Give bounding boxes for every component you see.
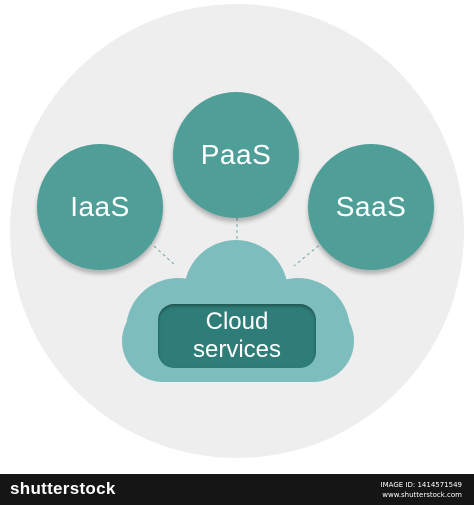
node-paas: PaaS: [173, 92, 299, 218]
node-iaas: IaaS: [37, 144, 163, 270]
node-paas-label: PaaS: [200, 139, 272, 170]
footer-brand-logo: shutterstock: [10, 479, 116, 498]
footer-image-id: IMAGE ID: 1414571549: [380, 481, 462, 489]
cloud-label-line1: Cloud: [205, 308, 269, 335]
cloud-services-label: Cloud services: [158, 304, 316, 368]
node-iaas-label: IaaS: [70, 191, 130, 222]
footer-bar: shutterstock IMAGE ID: 1414571549 www.sh…: [0, 474, 474, 505]
node-saas-label: SaaS: [335, 191, 407, 222]
footer-image-info: IMAGE ID: 1414571549 www.shutterstock.co…: [381, 480, 462, 500]
cloud-label-line2: services: [192, 336, 282, 363]
footer-site: www.shutterstock.com: [382, 491, 462, 499]
node-saas: SaaS: [308, 144, 434, 270]
